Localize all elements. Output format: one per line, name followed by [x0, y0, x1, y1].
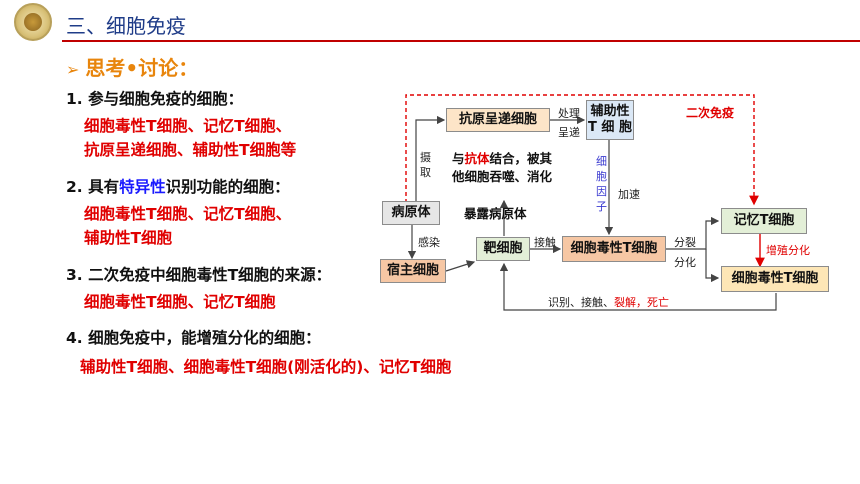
question-2: 2. 具有特异性识别功能的细胞： — [66, 178, 290, 196]
label-expose-pathogen: 暴露病原体 — [464, 206, 527, 221]
section-title: ➢思考•讨论： — [66, 56, 199, 80]
answer-2-line-1: 细胞毒性T细胞、记忆T细胞、 — [84, 205, 292, 223]
label-contact: 接触 — [534, 236, 556, 249]
label-proliferate: 增殖分化 — [766, 244, 810, 257]
school-logo — [14, 3, 52, 41]
diagram-arrows — [405, 94, 777, 311]
answer-1-line-2: 抗原呈递细胞、辅助性T细胞等 — [84, 141, 297, 159]
label-antibody-line-2: 他细胞吞噬、消化 — [452, 169, 553, 184]
label-cytokine: 细胞 因子 — [596, 155, 607, 213]
label-divide: 分裂 — [674, 236, 696, 249]
slide-title: 三、细胞免疫 — [66, 14, 186, 38]
answer-2-line-2: 辅助性T细胞 — [84, 229, 173, 247]
label-capture: 摄取 — [420, 151, 431, 179]
answer-1-line-1: 细胞毒性T细胞、记忆T细胞、 — [84, 117, 292, 135]
question-3: 3. 二次免疫中细胞毒性T细胞的来源： — [66, 266, 332, 284]
label-differentiate: 分化 — [674, 256, 696, 269]
question-4: 4. 细胞免疫中，能增殖分化的细胞： — [66, 329, 321, 347]
label-antibody-line-1: 与抗体结合，被其 — [452, 151, 553, 166]
box-memory-t-cell: 记忆T细胞 — [721, 208, 807, 234]
slide-header: 三、细胞免疫 — [0, 0, 860, 46]
box-antigen-presenting-cell: 抗原呈递细胞 — [446, 108, 550, 132]
highlight-specificity: 特异性 — [119, 178, 166, 196]
box-target-cell: 靶细胞 — [476, 237, 530, 261]
answer-4-line-1: 辅助性T细胞、细胞毒性T细胞(刚活化的)、记忆T细胞 — [80, 358, 452, 376]
label-present: 呈递 — [558, 126, 580, 139]
label-secondary-immunity: 二次免疫 — [686, 106, 735, 120]
label-infect: 感染 — [418, 236, 440, 249]
label-process: 处理 — [558, 107, 580, 120]
label-accelerate: 加速 — [618, 188, 640, 201]
box-pathogen: 病原体 — [382, 201, 440, 225]
box-cytotoxic-t-cell: 细胞毒性T细胞 — [562, 236, 666, 262]
label-recognize-lyse: 识别、接触、裂解，死亡 — [548, 296, 669, 309]
box-cytotoxic-t-cell-secondary: 细胞毒性T细胞 — [721, 266, 829, 292]
chevron-right-icon: ➢ — [66, 60, 80, 79]
header-divider — [62, 40, 860, 42]
question-1: 1. 参与细胞免疫的细胞： — [66, 90, 244, 108]
box-host-cell: 宿主细胞 — [380, 259, 446, 283]
answer-3-line-1: 细胞毒性T细胞、记忆T细胞 — [84, 293, 276, 311]
